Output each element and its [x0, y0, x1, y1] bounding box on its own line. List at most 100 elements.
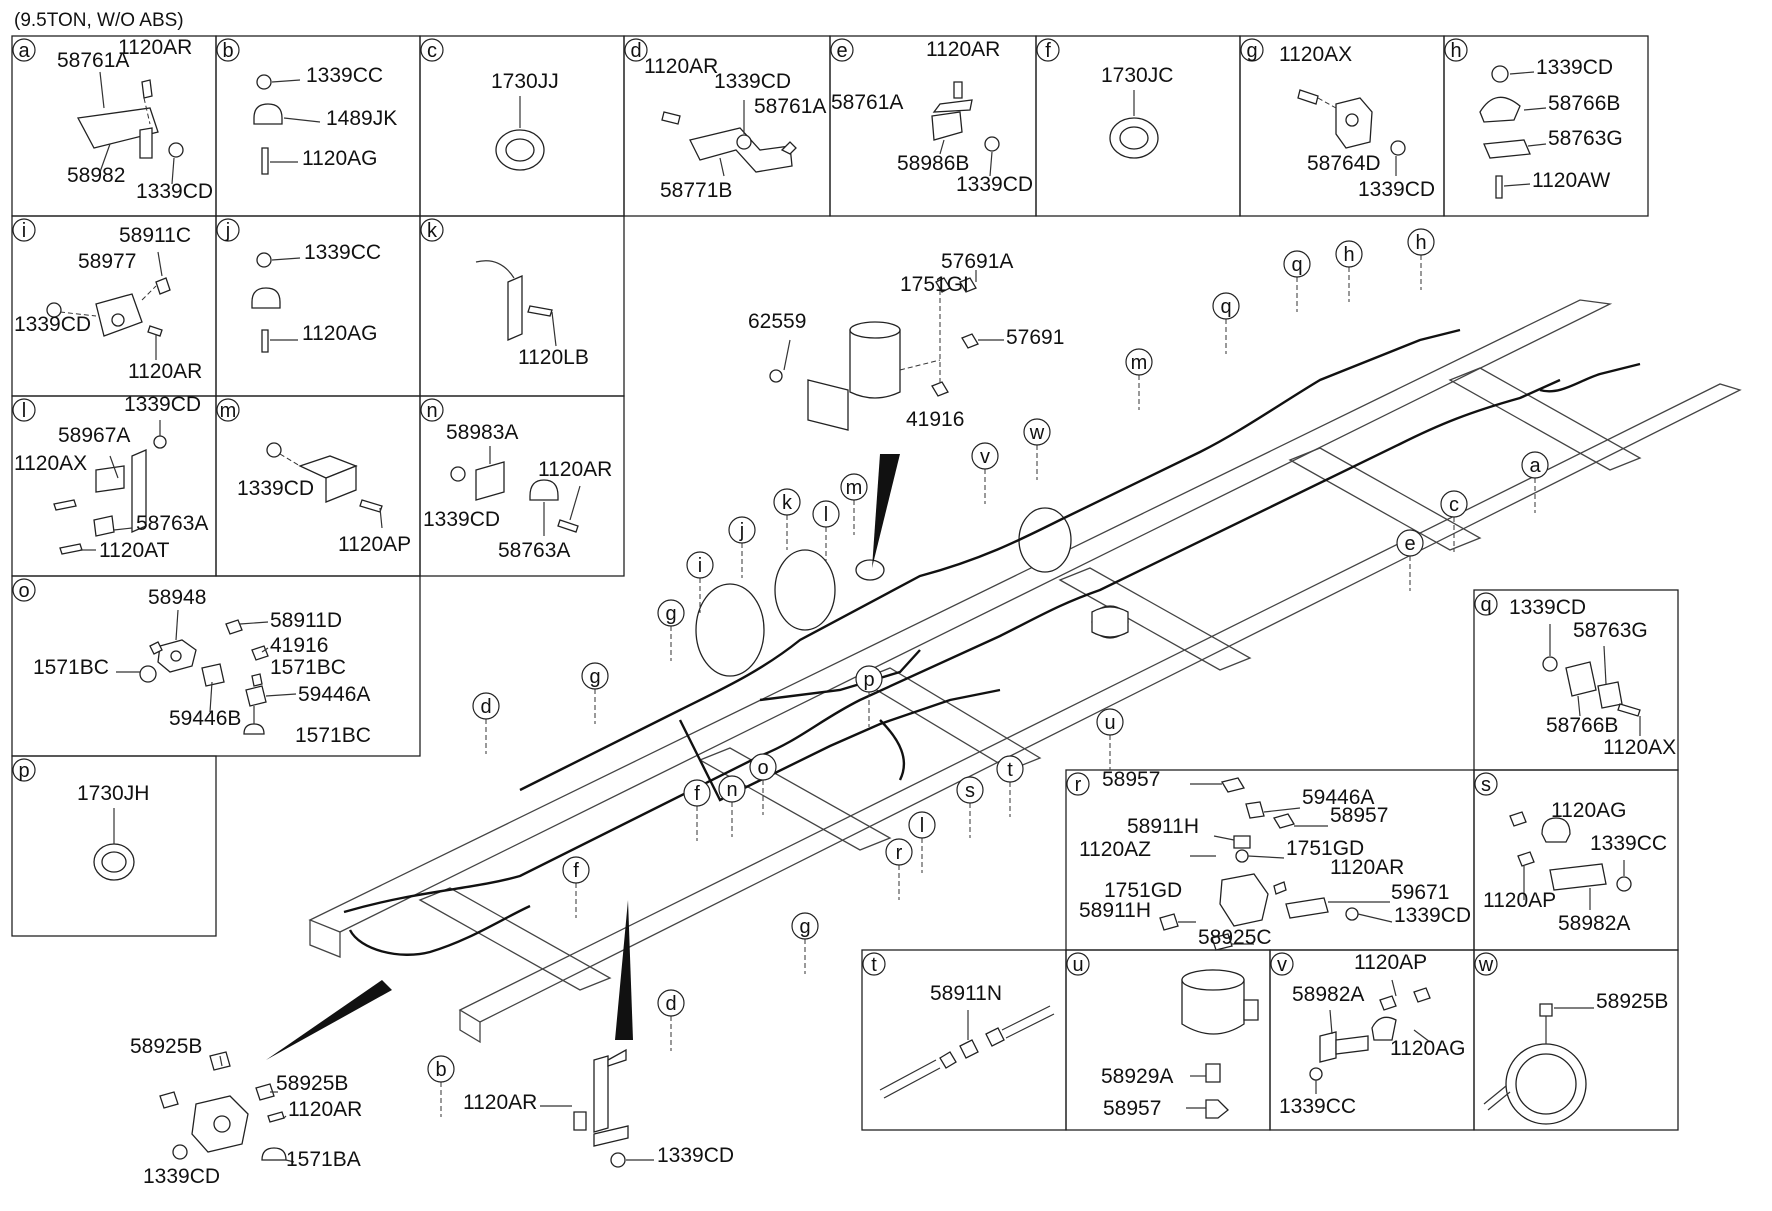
panel-part-sketches [46, 65, 1641, 1125]
part-number-label: 58986B [897, 152, 969, 175]
bottom-exploded-parts [159, 1048, 654, 1168]
part-number-label: 1339CD [124, 393, 201, 416]
part-number-label: 1730JJ [491, 70, 559, 93]
svg-text:l: l [824, 504, 828, 526]
callout-w: w [1023, 418, 1051, 480]
callout-h: h [1407, 228, 1435, 290]
part-number-label: 58983A [446, 421, 518, 444]
part-number-label: 1120LB [518, 346, 589, 369]
part-number-label: 1339CD [956, 173, 1033, 196]
svg-text:t: t [1007, 759, 1013, 781]
panel-f-marker [1036, 38, 1060, 62]
callout-q: q [1283, 250, 1311, 312]
chassis-frame-illustration [266, 270, 1742, 1060]
svg-text:b: b [435, 1059, 446, 1081]
panel-h-marker [1444, 38, 1468, 62]
part-number-label: 58911H [1127, 815, 1199, 838]
part-number-label: 1730JC [1101, 64, 1173, 87]
part-number-label: 1730JH [77, 782, 149, 805]
callout-l: l [908, 811, 936, 873]
panel-b-letter: b [222, 40, 233, 62]
panel-o-marker [12, 578, 36, 602]
svg-text:g: g [665, 603, 676, 625]
callout-o: o [749, 753, 777, 815]
panel-u-letter: u [1072, 954, 1083, 976]
part-number-label: 58925B [276, 1072, 348, 1095]
svg-text:a: a [1529, 455, 1541, 477]
part-number-label: 58763A [498, 539, 570, 562]
callout-b: b [427, 1055, 455, 1117]
part-number-label: 58957 [1103, 1097, 1161, 1120]
callout-n: n [718, 775, 746, 837]
panel-r-letter: r [1075, 774, 1082, 796]
part-number-label: 58766B [1546, 714, 1618, 737]
part-number-label: 41916 [906, 408, 964, 431]
part-number-label: 1339CD [1358, 178, 1435, 201]
part-number-label: 1120AG [302, 147, 378, 170]
part-number-label: 59446A [298, 683, 370, 706]
part-number-label: 1120AG [1551, 799, 1627, 822]
callout-v: v [971, 442, 999, 504]
part-number-label: 58763G [1548, 127, 1623, 150]
part-number-label: 57691 [1006, 326, 1064, 349]
svg-text:m: m [1131, 352, 1148, 374]
part-number-label: 58929A [1101, 1065, 1173, 1088]
part-number-label: 1120AR [926, 38, 1000, 61]
diagram-title: (9.5TON, W/O ABS) [14, 10, 184, 31]
panel-g-marker [1240, 38, 1264, 62]
part-number-label: 59446B [169, 707, 241, 730]
svg-text:u: u [1104, 712, 1115, 734]
svg-text:d: d [665, 993, 676, 1015]
panel-u-marker [1066, 952, 1090, 976]
part-number-label: 1120AX [1603, 736, 1676, 759]
panel-v-marker [1270, 952, 1294, 976]
part-number-label: 58763G [1573, 619, 1648, 642]
part-number-label: 1120AR [118, 36, 192, 59]
part-number-label: 1339CD [14, 313, 91, 336]
part-number-label: 58925B [1596, 990, 1668, 1013]
callout-m: m [1125, 348, 1153, 410]
part-number-label: 1339CD [143, 1165, 220, 1188]
part-number-label: 1339CC [304, 241, 381, 264]
callout-q: q [1212, 292, 1240, 354]
panel-i-marker [12, 218, 36, 242]
svg-text:s: s [965, 780, 975, 802]
part-number-label: 1571BC [295, 724, 371, 747]
part-number-label: 1120AT [99, 539, 170, 562]
callout-l: l [812, 500, 840, 562]
panel-l-letter: l [22, 400, 26, 422]
panel-p-letter: p [18, 760, 29, 782]
part-number-label: 1339CD [136, 180, 213, 203]
panel-j-marker [216, 218, 240, 242]
svg-text:q: q [1220, 296, 1231, 318]
part-number-label: 1751GI [900, 273, 969, 296]
panel-d-letter: d [630, 40, 641, 62]
callout-g: g [657, 599, 685, 661]
panel-e-letter: e [836, 40, 847, 62]
callout-f: f [683, 779, 711, 841]
part-number-label: 58766B [1548, 92, 1620, 115]
part-number-label: 1120AP [1483, 889, 1556, 912]
svg-text:e: e [1404, 533, 1415, 555]
panel-s-letter: s [1481, 774, 1491, 796]
part-number-label: 58982A [1292, 983, 1364, 1006]
svg-text:i: i [698, 555, 702, 577]
part-number-label: 59446A [1302, 786, 1374, 809]
svg-text:p: p [863, 669, 874, 691]
svg-text:g: g [589, 666, 600, 688]
panel-l-marker [12, 398, 36, 422]
part-number-label: 1751GD [1286, 837, 1364, 860]
panel-i-letter: i [22, 220, 26, 242]
panel-w-marker [1474, 952, 1498, 976]
svg-text:g: g [799, 916, 810, 938]
part-number-label: 1339CD [1536, 56, 1613, 79]
panel-p-marker [12, 758, 36, 782]
panel-c-letter: c [427, 40, 437, 62]
panel-h-letter: h [1450, 40, 1461, 62]
part-number-label: 58925B [130, 1035, 202, 1058]
panel-o-letter: o [18, 580, 29, 602]
part-number-label: 1120AZ [1079, 838, 1151, 861]
part-number-label: 1339CD [423, 508, 500, 531]
